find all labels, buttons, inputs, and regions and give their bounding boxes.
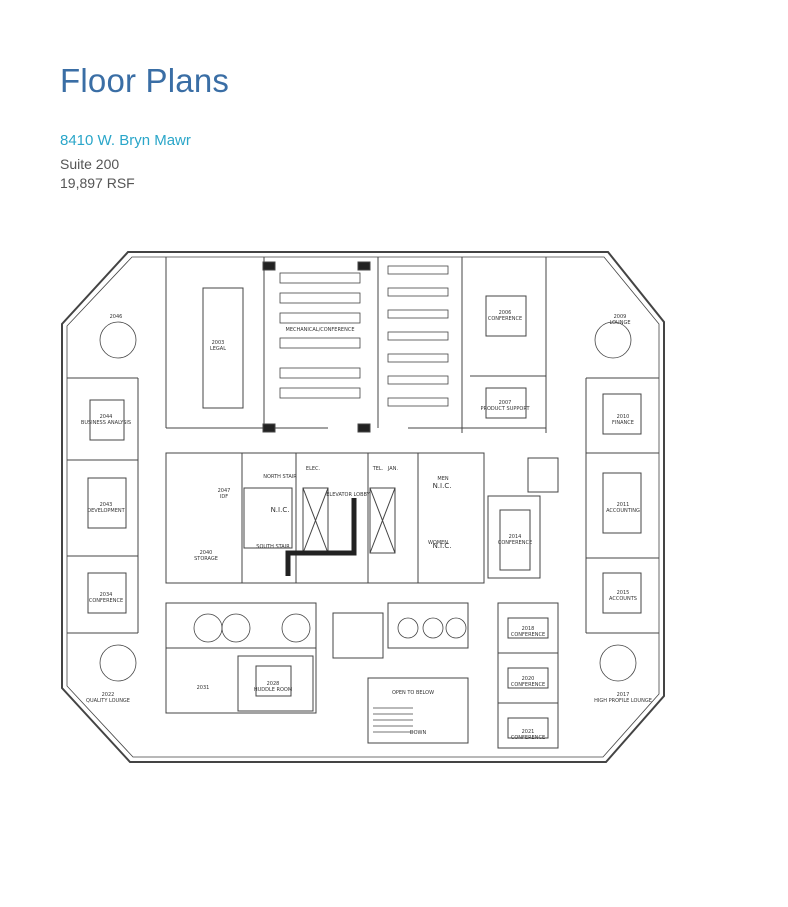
- jan-label: JAN.: [387, 466, 399, 472]
- south-stair-label: SOUTH STAIR: [256, 544, 290, 550]
- nic-label-2: N.I.C.: [433, 482, 452, 490]
- room-2043-num: 2043: [100, 502, 113, 508]
- room-2022-num: 2022: [102, 692, 115, 698]
- room-2046-num: 2046: [110, 314, 123, 320]
- room-2040-num: 2040: [200, 550, 213, 556]
- suite-number: Suite 200: [60, 156, 120, 172]
- room-2007-num: 2007: [499, 400, 512, 406]
- room-2009-name: LOUNGE: [610, 320, 631, 326]
- room-2017-name: HIGH PROFILE LOUNGE: [594, 698, 652, 704]
- page-title: Floor Plans: [60, 62, 230, 99]
- room-2031-num: 2031: [197, 685, 210, 691]
- room-2015-num: 2015: [617, 590, 630, 596]
- nic-label-3: N.I.C.: [433, 542, 452, 550]
- women-label: WOMEN: [428, 540, 448, 546]
- room-2006-num: 2006: [499, 310, 512, 316]
- nic-label-1: N.I.C.: [271, 506, 290, 514]
- room-2021-num: 2021: [522, 729, 535, 735]
- men-label: MEN: [437, 476, 448, 482]
- room-2010-name: FINANCE: [612, 420, 634, 426]
- room-2020-name: CONFERENCE: [511, 682, 545, 688]
- room-2007-name: PRODUCT SUPPORT: [480, 406, 530, 412]
- room-2011-num: 2011: [617, 502, 630, 508]
- property-address: 8410 W. Bryn Mawr: [60, 132, 191, 149]
- room-2020-num: 2020: [522, 676, 535, 682]
- room-2028-name: HUDDLE ROOM: [254, 687, 292, 693]
- room-2028-num: 2028: [267, 681, 280, 687]
- room-2047-name: IDF: [220, 494, 228, 500]
- room-2014-name: CONFERENCE: [498, 540, 532, 546]
- floor-plan: 2046 2003 LEGAL MECHANICAL/CONFERENCE 20…: [61, 251, 665, 763]
- room-2044-name: BUSINESS ANALYSIS: [81, 420, 131, 426]
- room-2003-num: 2003: [212, 340, 225, 346]
- room-2009-num: 2009: [614, 314, 627, 320]
- room-2001-name: MECHANICAL/CONFERENCE: [286, 327, 355, 333]
- building-outline: [61, 251, 665, 763]
- room-2018-num: 2018: [522, 626, 535, 632]
- open-to-below-label: OPEN TO BELOW: [392, 690, 434, 696]
- room-2018-name: CONFERENCE: [511, 632, 545, 638]
- room-2010-num: 2010: [617, 414, 630, 420]
- elec-label: ELEC.: [306, 466, 321, 472]
- room-2021-name: CONFERENCE: [511, 735, 545, 741]
- room-2043-name: DEVELOPMENT: [87, 508, 125, 514]
- room-2011-name: ACCOUNTING: [606, 508, 640, 514]
- elevator-lobby-label: ELEVATOR LOBBY: [326, 492, 370, 498]
- room-2017-num: 2017: [617, 692, 630, 698]
- room-2044-num: 2044: [100, 414, 113, 420]
- room-2047-num: 2047: [218, 488, 231, 494]
- down-label: DOWN: [410, 730, 427, 736]
- room-2006-name: CONFERENCE: [488, 316, 522, 322]
- room-2015-name: ACCOUNTS: [609, 596, 637, 602]
- rentable-area: 19,897 RSF: [60, 175, 135, 191]
- tel-label: TEL.: [372, 466, 384, 472]
- room-2022-name: QUALITY LOUNGE: [86, 698, 130, 704]
- room-2034-name: CONFERENCE: [89, 598, 123, 604]
- room-2014-num: 2014: [509, 534, 522, 540]
- room-2003-name: LEGAL: [210, 346, 226, 352]
- north-stair-label: NORTH STAIR: [263, 474, 297, 480]
- room-2034-num: 2034: [100, 592, 113, 598]
- building-core: [165, 452, 485, 584]
- room-2040-name: STORAGE: [194, 556, 218, 562]
